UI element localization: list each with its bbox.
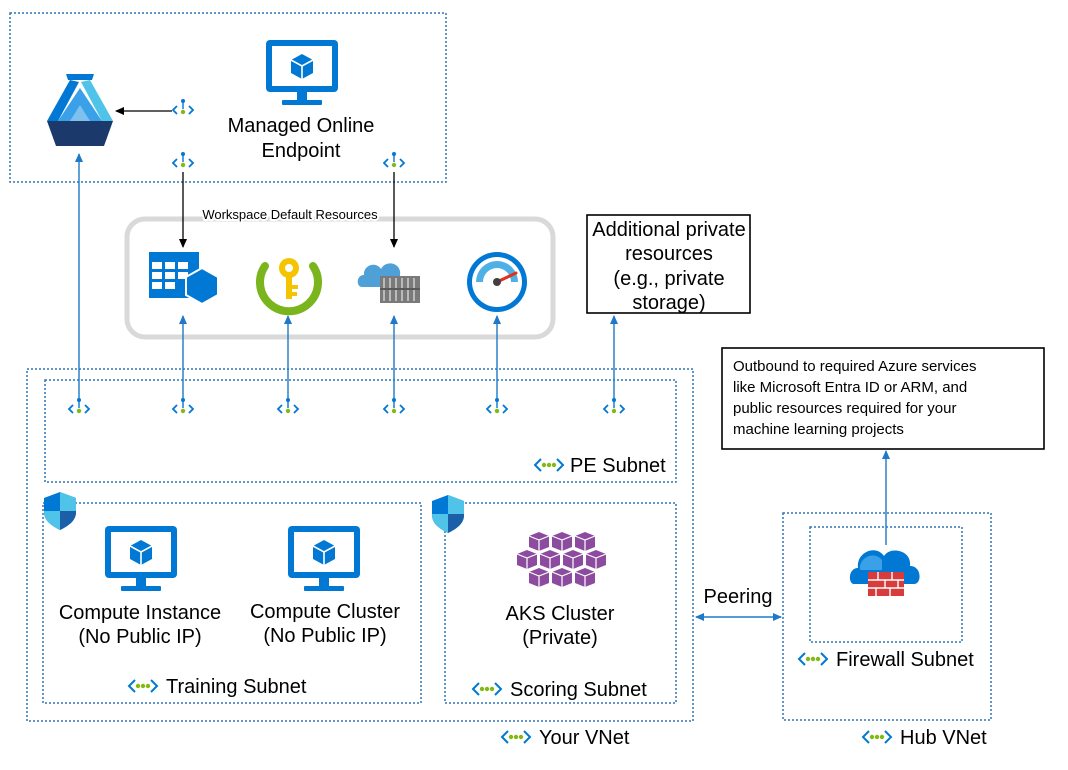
managed-endpoint-label-2: Endpoint [262, 140, 341, 162]
outbound-label-2: like Microsoft Entra ID or ARM, and [733, 379, 967, 396]
private-endpoint-icon [383, 397, 405, 415]
additional-resources-label-3: (e.g., private [613, 268, 724, 290]
private-endpoint-icon [383, 151, 405, 169]
private-endpoint-icon [486, 397, 508, 415]
storage-table-icon [149, 252, 219, 306]
workspace-default-resources-box [124, 216, 556, 340]
training-subnet-label: Training Subnet [166, 676, 307, 698]
your-vnet-container [26, 368, 694, 722]
subnet-icon [798, 652, 828, 666]
compute-cluster-label-1: Compute Cluster [250, 601, 400, 623]
outbound-label-4: machine learning projects [733, 421, 904, 438]
private-endpoint-icon [603, 397, 625, 415]
compute-instance-label-2: (No Public IP) [78, 626, 201, 648]
aks-cluster-label-2: (Private) [522, 627, 598, 649]
additional-resources-label-2: resources [625, 243, 713, 265]
private-endpoint-icon [172, 397, 194, 415]
subnet-icon [534, 458, 564, 472]
private-endpoint-icon [68, 397, 90, 415]
your-vnet-label: Your VNet [539, 727, 630, 749]
subnet-icon [472, 682, 502, 696]
private-endpoint-icon [172, 98, 194, 116]
pe-subnet-container [44, 379, 677, 483]
outbound-box [721, 347, 1045, 450]
outbound-label-3: public resources required for your [733, 400, 956, 417]
additional-resources-box [586, 214, 751, 314]
compute-cluster-label-2: (No Public IP) [263, 625, 386, 647]
workspace-default-resources-label: Workspace Default Resources [202, 207, 378, 222]
key-vault-icon [256, 258, 322, 316]
monitor-cube-icon [265, 39, 339, 106]
subnet-icon [862, 730, 892, 744]
shield-icon [432, 495, 464, 533]
managed-endpoint-label-1: Managed Online [228, 115, 375, 137]
azure-machine-learning-icon [47, 74, 113, 146]
additional-resources-label-4: storage) [632, 292, 705, 314]
monitor-cube-icon [287, 525, 361, 592]
additional-resources-label-1: Additional private [592, 219, 745, 241]
training-subnet-container [42, 502, 422, 704]
monitor-cube-icon [104, 525, 178, 592]
compute-instance-label-1: Compute Instance [59, 602, 221, 624]
shield-icon [44, 492, 76, 530]
private-endpoint-icon [277, 397, 299, 415]
hub-vnet-label: Hub VNet [900, 727, 987, 749]
firewall-subnet-label: Firewall Subnet [836, 649, 974, 671]
pe-subnet-label: PE Subnet [570, 455, 666, 477]
kubernetes-icon [516, 531, 607, 588]
application-insights-icon [467, 252, 527, 312]
peering-label: Peering [704, 586, 773, 608]
workspace-container [9, 12, 447, 183]
private-endpoint-icon [172, 151, 194, 169]
container-registry-icon [357, 263, 420, 303]
aks-cluster-label-1: AKS Cluster [506, 603, 615, 625]
subnet-icon [501, 730, 531, 744]
subnet-icon [128, 679, 158, 693]
scoring-subnet-container [444, 502, 677, 704]
outbound-label-1: Outbound to required Azure services [733, 358, 976, 375]
hub-vnet-container [782, 512, 992, 721]
scoring-subnet-label: Scoring Subnet [510, 679, 647, 701]
firewall-icon [849, 550, 920, 596]
